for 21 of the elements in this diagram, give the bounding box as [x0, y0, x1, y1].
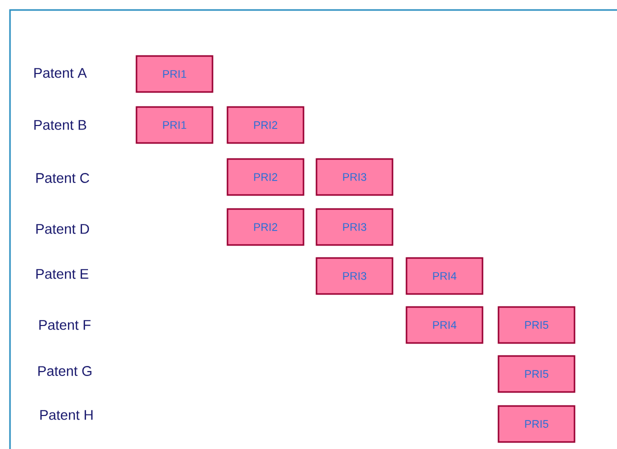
priority-box: PRI4 [406, 306, 484, 344]
row-label: Patent D [36, 224, 89, 234]
priority-box: PRI3 [316, 158, 394, 196]
priority-box: PRI1 [136, 55, 214, 93]
row-label: Patent H [40, 410, 93, 420]
priority-box: PRI2 [226, 208, 304, 246]
row-label: Patent F [39, 320, 91, 330]
row-label: Patent G [38, 366, 92, 376]
priority-box: PRI2 [226, 106, 304, 144]
priority-box: PRI5 [498, 355, 576, 393]
priority-box: PRI5 [498, 405, 576, 443]
priority-box: PRI4 [406, 257, 484, 295]
priority-box: PRI2 [226, 158, 304, 196]
priority-box: PRI1 [136, 106, 214, 144]
priority-box: PRI3 [316, 257, 394, 295]
row-label: Patent E [36, 269, 88, 279]
row-label: Patent C [36, 173, 90, 183]
row-label: Patent A [34, 68, 87, 78]
priority-box: PRI3 [316, 208, 394, 246]
row-label: Patent B [34, 120, 86, 130]
priority-box: PRI5 [498, 306, 576, 344]
